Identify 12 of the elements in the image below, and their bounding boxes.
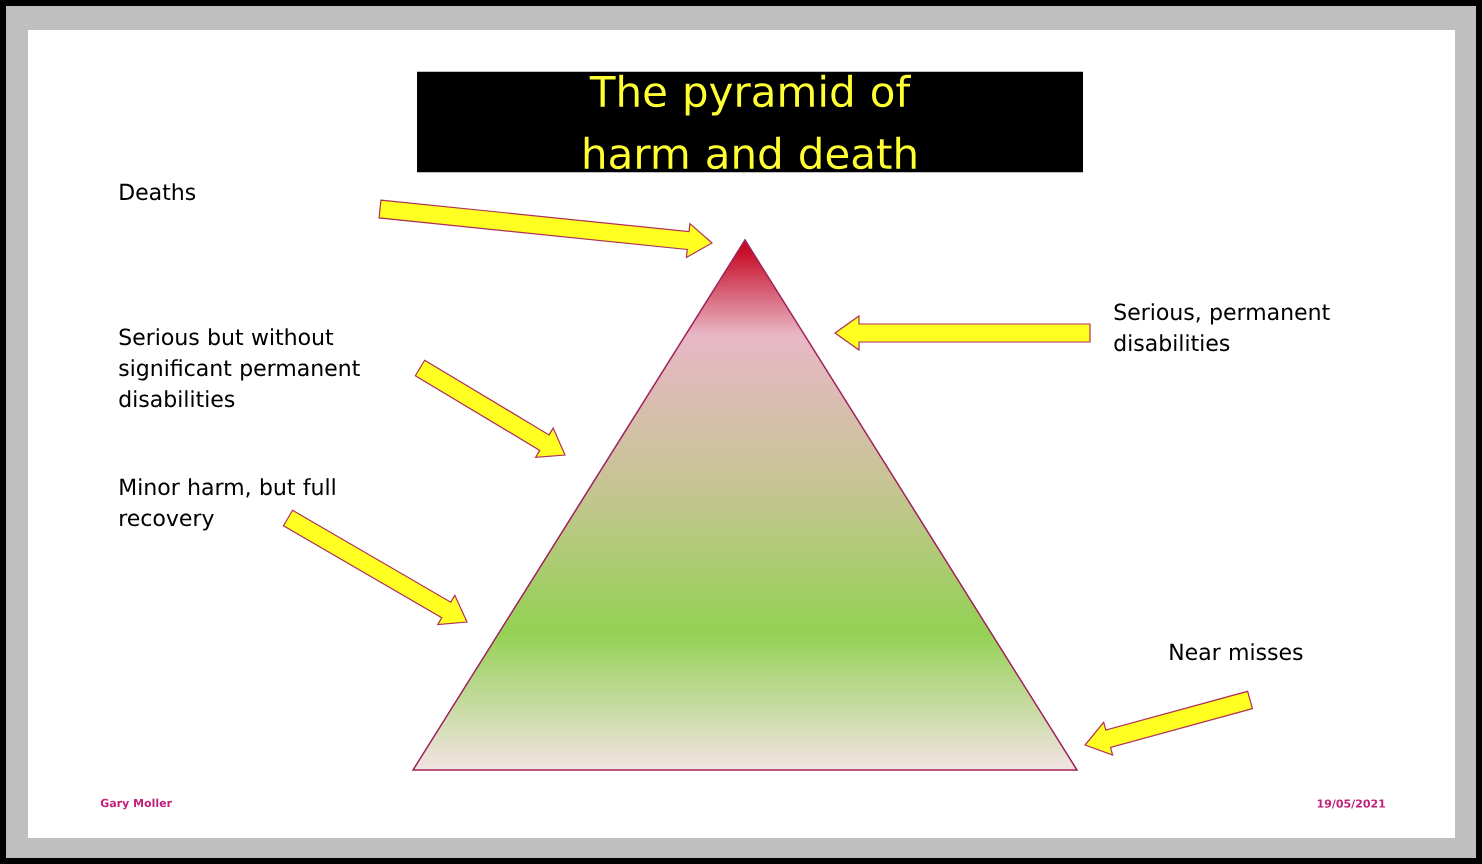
title: The pyramid of harm and death <box>417 71 1083 173</box>
footer-text: Gary Moller <box>100 798 172 810</box>
node-label: Serious, permanent disabilities <box>1114 303 1330 352</box>
node-label: Near misses <box>1170 643 1303 661</box>
block-arrow <box>414 359 566 458</box>
block-arrow <box>282 509 468 626</box>
footer-text: 19/05/2021 <box>1317 799 1386 809</box>
node-label: Deaths <box>120 183 196 201</box>
block-arrow <box>378 199 714 259</box>
block-arrow <box>833 314 1091 352</box>
node-label: Minor harm, but full recovery <box>120 478 335 531</box>
node-label: Serious but without significant permanent disabilities <box>119 328 360 408</box>
